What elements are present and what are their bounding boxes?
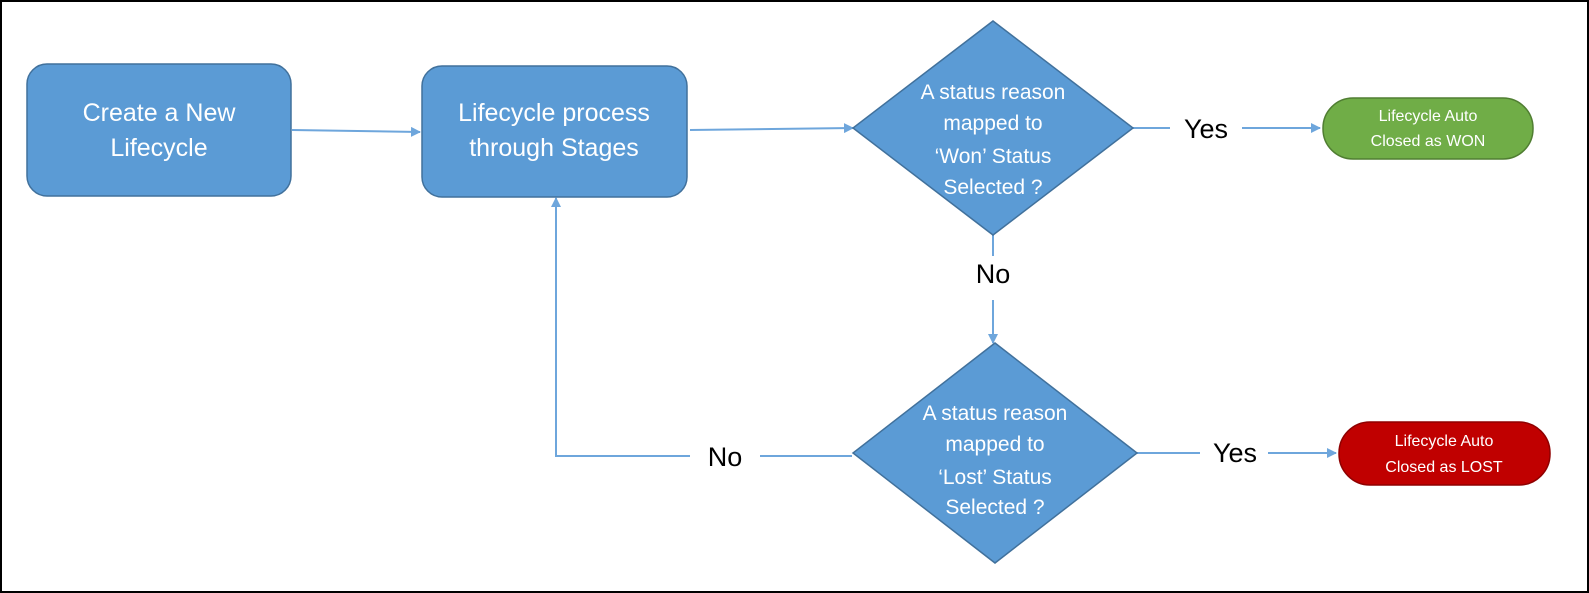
node-lifecycle-process: Lifecycle process through Stages (421, 65, 688, 198)
node-create-shape (26, 63, 292, 197)
connector-lost-no-loop (551, 197, 690, 457)
edge-label-won-yes: Yes (1184, 114, 1228, 144)
decision-won-status: A status reason mapped to ‘Won’ Status S… (851, 20, 1135, 236)
decision-lost-line-4: Selected ? (945, 496, 1044, 519)
edge-label-lost-yes: Yes (1213, 438, 1257, 468)
decision-lost-line-2: mapped to (945, 433, 1044, 456)
connector-process-to-won-check (689, 123, 854, 134)
result-lost-line-2: Closed as LOST (1385, 459, 1503, 476)
result-won-line-2: Closed as WON (1371, 133, 1486, 150)
decision-won-line-4: Selected ? (943, 176, 1042, 199)
result-won-line-1: Lifecycle Auto (1379, 108, 1478, 125)
node-process-line-1: Lifecycle process (458, 99, 650, 127)
node-create-line-1: Create a New (83, 99, 237, 127)
node-process-shape (421, 65, 688, 198)
decision-won-line-3: ‘Won’ Status (935, 145, 1052, 168)
result-won-shape (1322, 97, 1534, 160)
decision-lost-line-1: A status reason (923, 402, 1068, 425)
decision-lost-line-3: ‘Lost’ Status (938, 466, 1052, 489)
connector-create-to-process (291, 126, 421, 137)
result-lost-shape (1338, 421, 1551, 486)
result-closed-won: Lifecycle Auto Closed as WON (1322, 97, 1534, 160)
decision-lost-status: A status reason mapped to ‘Lost’ Status … (851, 342, 1139, 564)
decision-won-line-2: mapped to (943, 112, 1042, 135)
decision-won-shape (851, 20, 1135, 236)
decision-won-line-1: A status reason (921, 81, 1066, 104)
edge-label-won-no: No (976, 259, 1011, 289)
node-create-lifecycle: Create a New Lifecycle (26, 63, 292, 197)
result-closed-lost: Lifecycle Auto Closed as LOST (1338, 421, 1551, 486)
edge-label-lost-no: No (708, 442, 743, 472)
decision-lost-shape (851, 342, 1139, 564)
node-create-line-2: Lifecycle (110, 134, 207, 162)
node-process-line-2: through Stages (469, 134, 639, 162)
result-lost-line-1: Lifecycle Auto (1395, 433, 1494, 450)
